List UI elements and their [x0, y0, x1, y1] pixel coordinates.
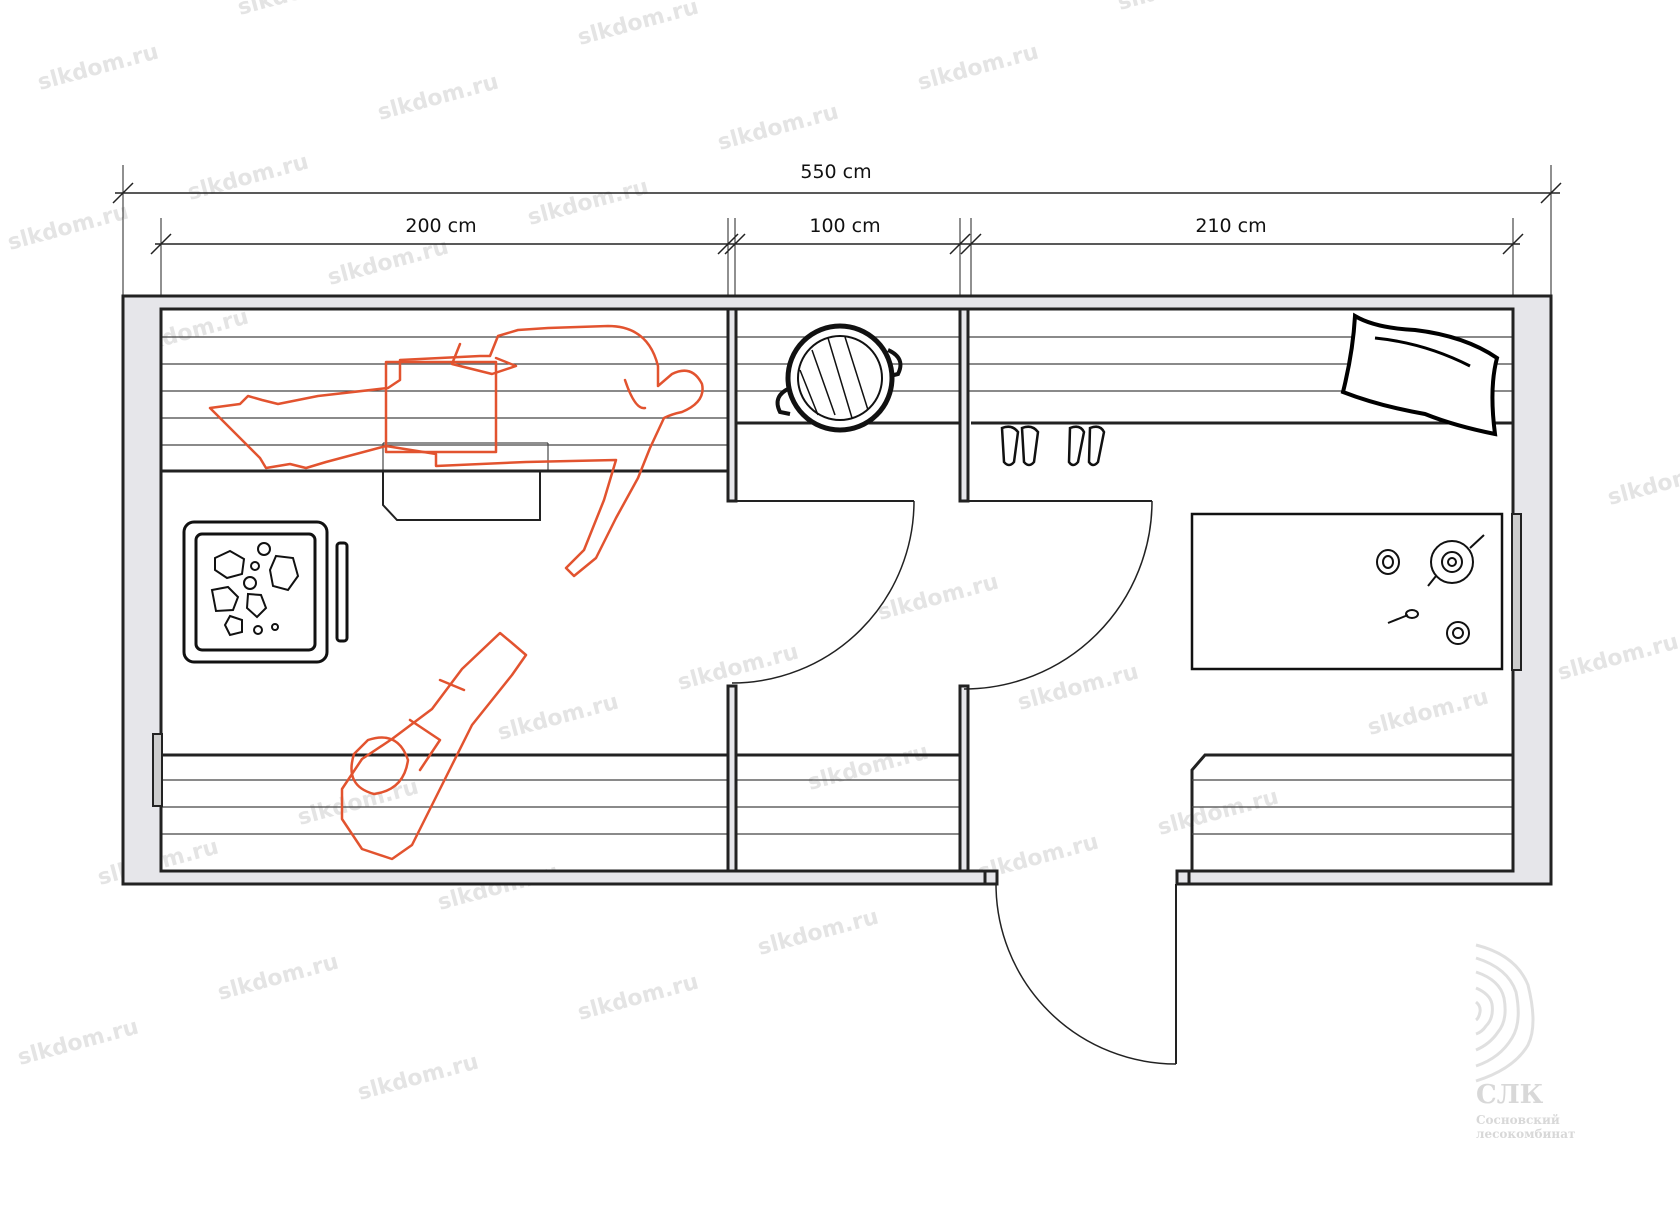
watermark: slkdom.ru — [435, 860, 561, 916]
slippers — [1000, 425, 1106, 467]
sauna-stove — [182, 520, 349, 664]
watermark: slkdom.ru — [495, 690, 621, 746]
watermark: slkdom.ru — [15, 1015, 141, 1071]
watermark: slkdom.ru — [575, 970, 701, 1026]
watermark: slkdom.ru — [5, 200, 131, 256]
window-left — [152, 733, 163, 807]
watermark: slkdom.ru — [755, 905, 881, 961]
watermark: slkdom.ru — [525, 175, 651, 231]
watermark: slkdom.ru — [1605, 455, 1680, 511]
doors — [731, 500, 1177, 1065]
watermark: slkdom.ru — [1155, 785, 1281, 841]
watermark: slkdom.ru — [805, 740, 931, 796]
watermark: slkdom.ru — [295, 775, 421, 831]
watermark: slkdom.ru — [675, 640, 801, 696]
watermark: slkdom.ru — [1115, 0, 1241, 16]
watermark: slkdom.ru — [325, 235, 451, 291]
watermark: slkdom.ru — [375, 70, 501, 126]
walls — [121, 294, 1553, 886]
window-right — [1511, 513, 1522, 671]
watermark: slkdom.ru — [915, 40, 1041, 96]
watermark: slkdom.ru — [1365, 685, 1491, 741]
watermark: slkdom.ru — [875, 570, 1001, 626]
watermark: slkdom.ru — [715, 100, 841, 156]
company-logo: СЛК Сосновский лесокомбинат — [1475, 943, 1575, 1141]
dimension-lines: 550 cm 200 cm 100 cm 210 cm — [112, 161, 1562, 296]
dimension-room3: 210 cm — [1195, 215, 1266, 237]
watermark: slkdom.ru — [575, 0, 701, 51]
tea-table — [1190, 512, 1504, 671]
sauna-bucket — [775, 323, 903, 433]
watermark: slkdom.ru — [355, 1050, 481, 1106]
watermark: slkdom.ru — [215, 950, 341, 1006]
logo-line1: Сосновский — [1476, 1113, 1560, 1127]
dimension-total: 550 cm — [800, 161, 871, 183]
dimension-room1: 200 cm — [405, 215, 476, 237]
dimension-room2: 100 cm — [809, 215, 880, 237]
person-sitting — [340, 631, 528, 861]
pillow — [1340, 312, 1500, 437]
person-lying — [208, 324, 704, 578]
watermark: slkdom.ru — [1015, 660, 1141, 716]
watermark: slkdom.ru — [185, 150, 311, 206]
watermark: slkdom.ru — [35, 40, 161, 96]
watermark: slkdom.ru — [235, 0, 361, 21]
watermark: slkdom.ru — [1555, 630, 1680, 686]
logo-abbr: СЛК — [1476, 1080, 1544, 1110]
logo-line2: лесокомбинат — [1476, 1127, 1575, 1141]
